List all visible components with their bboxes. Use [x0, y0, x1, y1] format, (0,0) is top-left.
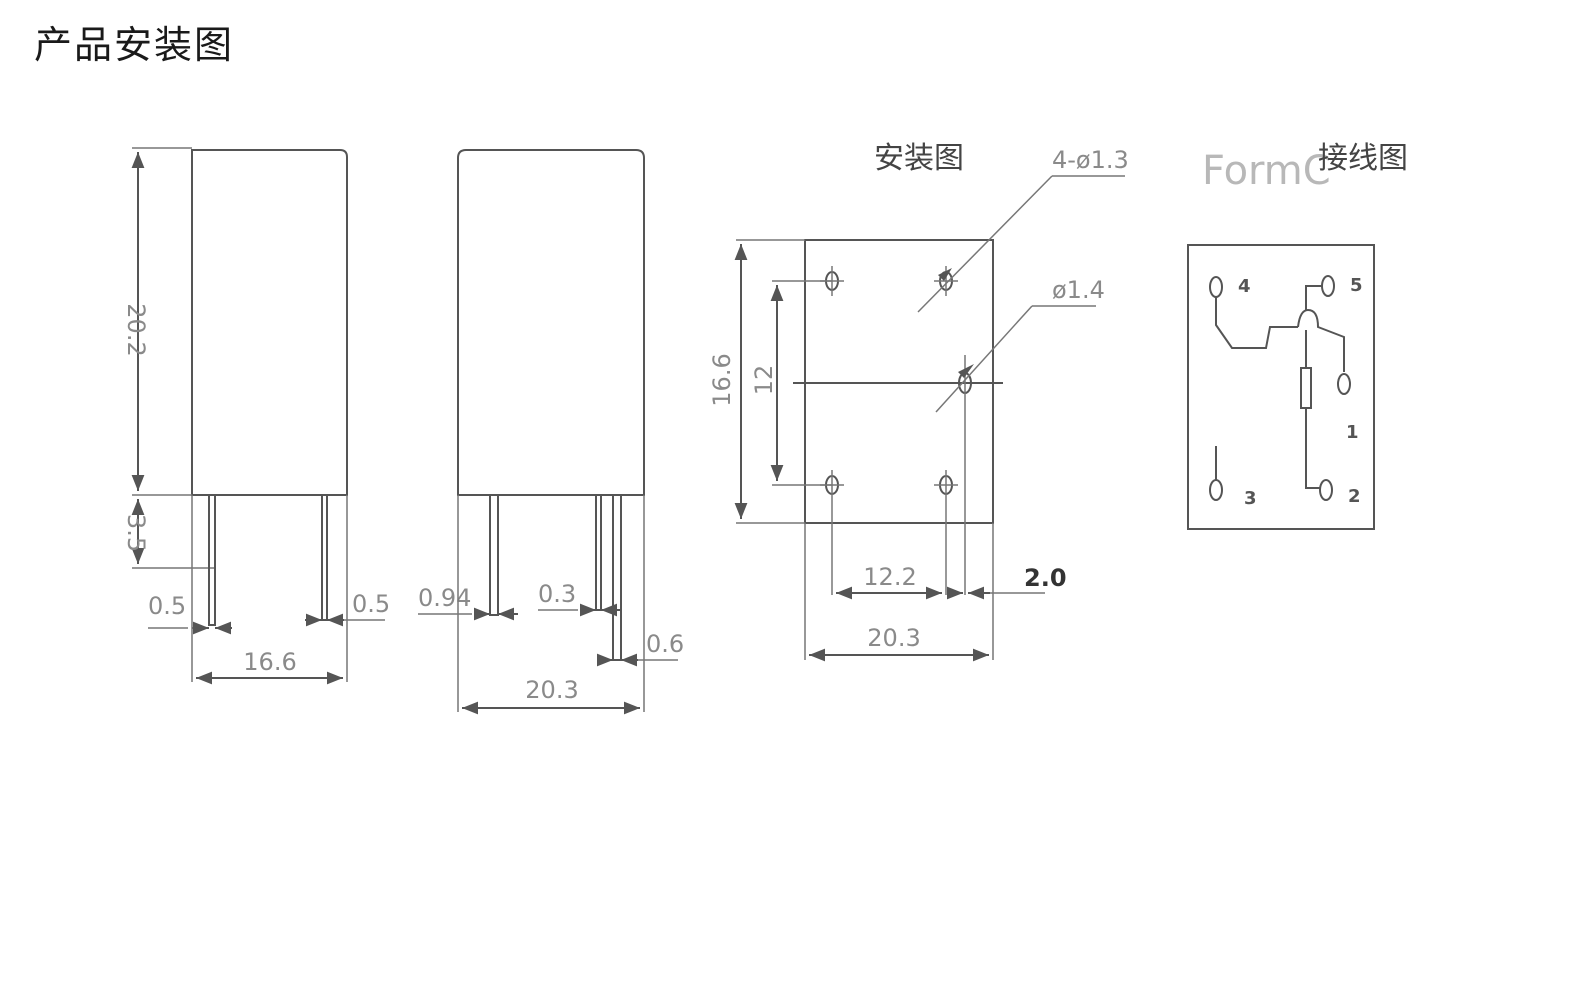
pin-2-terminal — [1319, 479, 1333, 501]
wiring-view: FormC 接线图 4 5 1 2 3 — [1187, 141, 1408, 530]
center-hole-callout: ø1.4 — [1052, 276, 1105, 304]
mounting-height-dim: 16.6 — [708, 353, 736, 406]
front-pin-1 — [489, 494, 499, 616]
mounting-width-dim: 20.3 — [867, 624, 920, 652]
front-pin-right-dim: 0.6 — [646, 630, 684, 658]
front-width-dim: 20.3 — [525, 676, 578, 704]
mount-hole-center — [793, 355, 1003, 595]
front-pin-2 — [595, 494, 602, 611]
pin-3-terminal — [1209, 479, 1223, 501]
wiring-title: 接线图 — [1318, 141, 1408, 176]
pin-1-terminal — [1337, 373, 1351, 395]
side-pin-right-dim: 0.5 — [352, 590, 390, 618]
front-view-body — [457, 149, 645, 496]
front-pin-left-dim: 0.94 — [418, 584, 471, 612]
side-view: 20.2 3.5 0.5 0.5 16.6 — [122, 147, 390, 685]
mounting-inner-height-dim: 12 — [750, 365, 778, 396]
pin-5-terminal — [1321, 275, 1335, 297]
offset-dim: 2.0 — [1024, 564, 1067, 592]
side-pin-left-dim: 0.5 — [148, 592, 186, 620]
mount-hole-bottom-right — [934, 470, 958, 595]
pin-3-label: 3 — [1244, 488, 1257, 509]
side-height-dim: 20.2 — [122, 303, 150, 356]
side-pin-left — [208, 494, 216, 626]
pin-1-label: 1 — [1346, 422, 1359, 443]
coil-symbol — [1300, 367, 1312, 409]
mount-hole-bottom-left — [820, 470, 844, 595]
side-width-dim: 16.6 — [243, 648, 296, 676]
wiring-box — [1187, 244, 1375, 530]
side-view-body — [191, 149, 348, 496]
mounting-view: 安装图 16.6 12 — [708, 141, 1129, 662]
hole-callout: 4-ø1.3 — [1052, 146, 1129, 174]
hole-span-dim: 12.2 — [863, 563, 916, 591]
form-label: FormC — [1202, 148, 1331, 194]
page-title: 产品安装图 — [34, 23, 235, 67]
side-pin-right — [321, 494, 328, 621]
mounting-outline — [804, 239, 994, 524]
front-view: 0.94 0.3 0.6 20.3 — [418, 149, 684, 715]
pin-5-label: 5 — [1350, 275, 1363, 296]
mounting-title: 安装图 — [874, 141, 964, 176]
side-pin-length-dim: 3.5 — [122, 514, 150, 552]
mount-hole-top-left — [820, 266, 844, 296]
pin-4-label: 4 — [1238, 276, 1251, 297]
front-pin-3 — [612, 494, 622, 661]
pin-4-terminal — [1209, 276, 1223, 298]
front-pin-mid-dim: 0.3 — [538, 580, 576, 608]
pin-2-label: 2 — [1348, 486, 1361, 507]
